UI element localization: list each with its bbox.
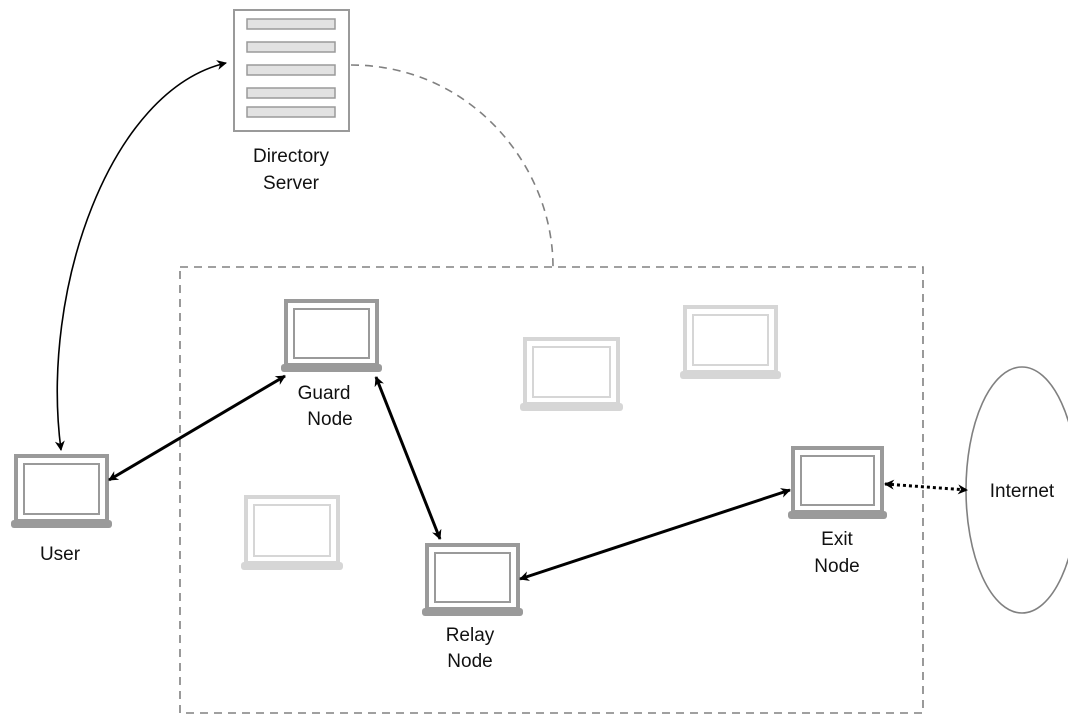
user-laptop-icon: [11, 454, 112, 528]
user-label: User: [40, 544, 81, 565]
inactive-laptop-icon: [241, 495, 343, 570]
internet-label: Internet: [990, 481, 1055, 502]
guard-node-laptop-icon: [281, 299, 382, 372]
relay-node-label-line2: Node: [447, 651, 492, 672]
guard-node-label-line1: Guard: [298, 383, 351, 404]
guard-relay-arrow: [374, 376, 442, 540]
exit-node-label-line1: Exit: [821, 529, 853, 550]
exit-node-laptop-icon: [788, 446, 887, 519]
directory-server-label-line2: Server: [263, 173, 320, 194]
exit-node-label-line2: Node: [814, 556, 859, 577]
relay-exit-arrow: [519, 488, 791, 581]
user-guard-arrow: [108, 374, 286, 482]
inactive-laptop-icon: [520, 337, 623, 411]
directory-server-icon: [233, 9, 350, 132]
relay-node-laptop-icon: [422, 543, 523, 616]
exit-internet-arrow: [884, 479, 968, 495]
user-directory-arrow: [54, 60, 227, 451]
directory-server-label-line1: Directory: [253, 146, 330, 167]
directory-network-link: [350, 64, 554, 268]
guard-node-label-line2: Node: [307, 409, 352, 430]
relay-node-label-line1: Relay: [446, 625, 495, 646]
inactive-laptop-icon: [680, 305, 781, 379]
